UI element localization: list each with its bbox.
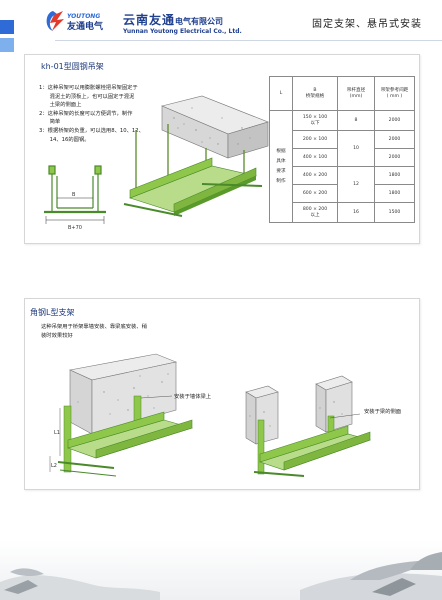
hanger-front-view-drawing: B B+70	[44, 165, 106, 231]
callout-wall-mount: 安装于墙体梁上	[174, 394, 212, 400]
logo-en: YOUTONG	[67, 13, 100, 20]
dim-b-label: B	[72, 192, 76, 198]
table-cell-spacing: 2000	[374, 148, 415, 167]
note-line: 土梁的侧面上	[39, 102, 82, 109]
table-header-spec: B 桥架规格	[292, 76, 338, 111]
note-line: 简单	[39, 119, 61, 126]
table-cell-spacing: 2000	[374, 130, 415, 149]
dim-l1-label: L1	[54, 430, 60, 436]
page-title: 固定支架、悬吊式安装	[312, 19, 422, 30]
header-divider	[55, 40, 442, 41]
section1-notes: 1：这种吊架可以用膨胀螺栓把吊架固定于 混泥土的顶板上，也可以固定于混泥 土梁的…	[39, 84, 144, 144]
table-cell-spec: 800 × 200 以上	[292, 202, 338, 223]
hanger-3d-drawing	[123, 95, 269, 217]
table-header-rod: 吊杆直径 (mm)	[337, 76, 375, 111]
company-name-sub: 电气有限公司	[175, 17, 224, 26]
table-cell-rod: 12	[337, 166, 375, 203]
table-cell-spacing: 2000	[374, 110, 415, 131]
table-side-label: 根据 具体 要求 制作	[269, 110, 293, 223]
section1-title: kh-01型圆钢吊架	[41, 62, 104, 71]
company-name-main: 云南友通	[123, 13, 176, 27]
table-cell-spacing: 1500	[374, 202, 415, 223]
section2-notes: 这种吊架用于桥架靠墙安装、靠梁底安装、稍 装时效果较好	[41, 323, 147, 340]
table-cell-spec: 600 × 200	[292, 184, 338, 203]
table-cell-rod: 16	[337, 202, 375, 223]
note-line: 2：这种吊架的长度可以方便调节，制作	[39, 110, 133, 117]
company-name-cn: 云南友通电气有限公司	[123, 11, 223, 28]
dim-l2-label: L2	[51, 463, 57, 469]
note-line: 14、16的圆钢。	[39, 136, 90, 143]
table-cell-spacing: 1800	[374, 166, 415, 185]
table-header-spacing: 吊架参考间距 ( mm )	[374, 76, 415, 111]
table-cell-spec: 400 × 200	[292, 166, 338, 185]
note-line: 混泥土的顶板上，也可以固定于混泥	[39, 93, 135, 100]
brand-stripe-light	[0, 38, 14, 52]
section2-title: 角钢L型支架	[30, 308, 75, 317]
note-line: 这种吊架用于桥架靠墙安装、靠梁底安装、稍	[41, 324, 147, 330]
table-header-l: L	[269, 76, 293, 111]
dim-b70-label: B+70	[68, 225, 82, 231]
table-cell-spec: 400 × 100	[292, 148, 338, 167]
company-name-en: Yunnan Youtong Electrical Co., Ltd.	[123, 28, 242, 35]
beam-side-bracket-drawing	[245, 375, 372, 477]
table-cell-rod: 10	[337, 130, 375, 167]
note-line: 1：这种吊架可以用膨胀螺栓把吊架固定于	[39, 85, 138, 91]
callout-beam-side: 安装于梁的侧面	[364, 409, 402, 415]
note-line: 装时效果较好	[41, 332, 73, 339]
footer-ink-landscape	[0, 540, 442, 600]
wall-mount-bracket-drawing: L1 L2	[49, 353, 194, 477]
spec-table: L B 桥架规格 吊杆直径 (mm) 吊架参考间距 ( mm ) 根据 具体 要…	[269, 76, 415, 223]
table-cell-rod: 8	[337, 110, 375, 131]
note-line: 3：根据桥架的负重，可以选用8、10、12、	[39, 127, 144, 134]
logo-text: 友通电气	[67, 20, 103, 32]
table-cell-spec: 200 × 100	[292, 130, 338, 149]
brand-stripe	[0, 20, 14, 34]
table-cell-spec: 150 × 100 以下	[292, 110, 338, 131]
company-logo: YOUTONG 友通电气	[43, 8, 121, 34]
table-cell-spacing: 1800	[374, 184, 415, 203]
